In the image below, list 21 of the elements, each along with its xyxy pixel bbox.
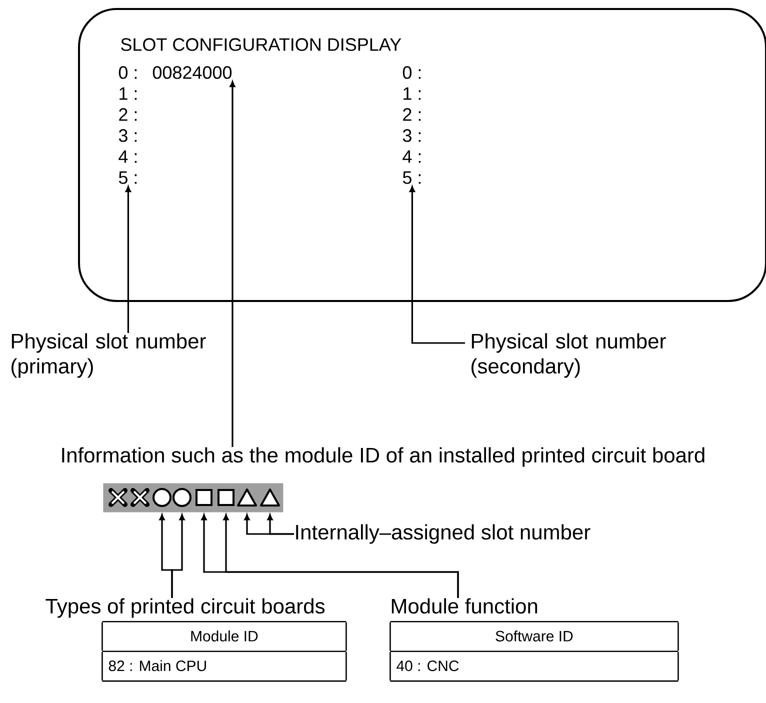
callout-text: Internally–assigned slot number [296, 524, 590, 544]
callout-text: Information such as the module ID of an installed printed circuit board [62, 447, 704, 467]
leader-arrow [171, 514, 185, 598]
callout-text: Physical slot number (primary) [12, 333, 206, 378]
leader-arrow [125, 186, 131, 333]
leader-arrow [267, 514, 294, 535]
cross-symbol [108, 488, 128, 507]
square-symbol [196, 489, 212, 506]
labeled-table: Types of printed circuit boards Module ID 82 : Main CPU [46, 598, 347, 682]
triangle-symbol [237, 488, 257, 506]
callout-text: Physical slot number (secondary) [472, 333, 666, 378]
leader-arrow [230, 81, 236, 447]
screen-text: 0 : 1 : 2 : 3 : 4 : 5 : [118, 66, 137, 184]
screen-text: 0 : 1 : 2 : 3 : 4 : 5 : [402, 66, 421, 184]
screen-text: 00824000 [152, 66, 232, 79]
screen-title: SLOT CONFIGURATION DISPLAY [121, 38, 402, 51]
labeled-table: Module function Software ID 40 : CNC [390, 598, 679, 682]
cross-symbol [130, 488, 150, 507]
leader-arrow [409, 186, 465, 344]
square-symbol [218, 489, 234, 506]
triangle-symbol [260, 488, 280, 506]
